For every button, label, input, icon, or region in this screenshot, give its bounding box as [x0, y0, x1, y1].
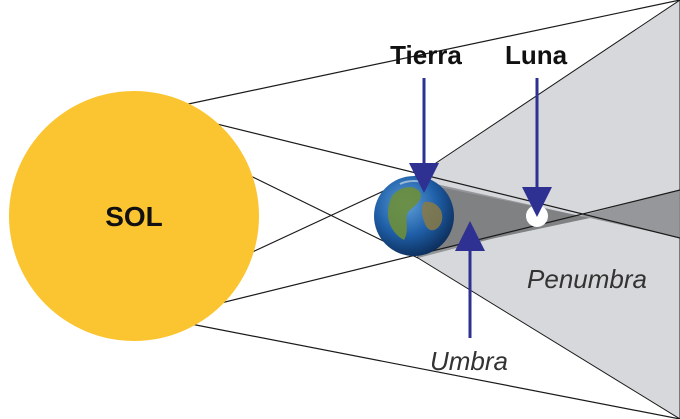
moon-icon — [526, 205, 548, 227]
sun-icon — [9, 91, 259, 341]
earth-label: Tierra — [390, 40, 462, 70]
ray-cross-bottom — [159, 317, 680, 419]
sun-label: SOL — [105, 201, 163, 232]
penumbra-label: Penumbra — [527, 264, 647, 294]
ray-outer-top — [159, 0, 680, 111]
moon-label: Luna — [505, 40, 568, 70]
umbra-label: Umbra — [430, 346, 508, 376]
earth-globe-icon — [374, 176, 454, 256]
